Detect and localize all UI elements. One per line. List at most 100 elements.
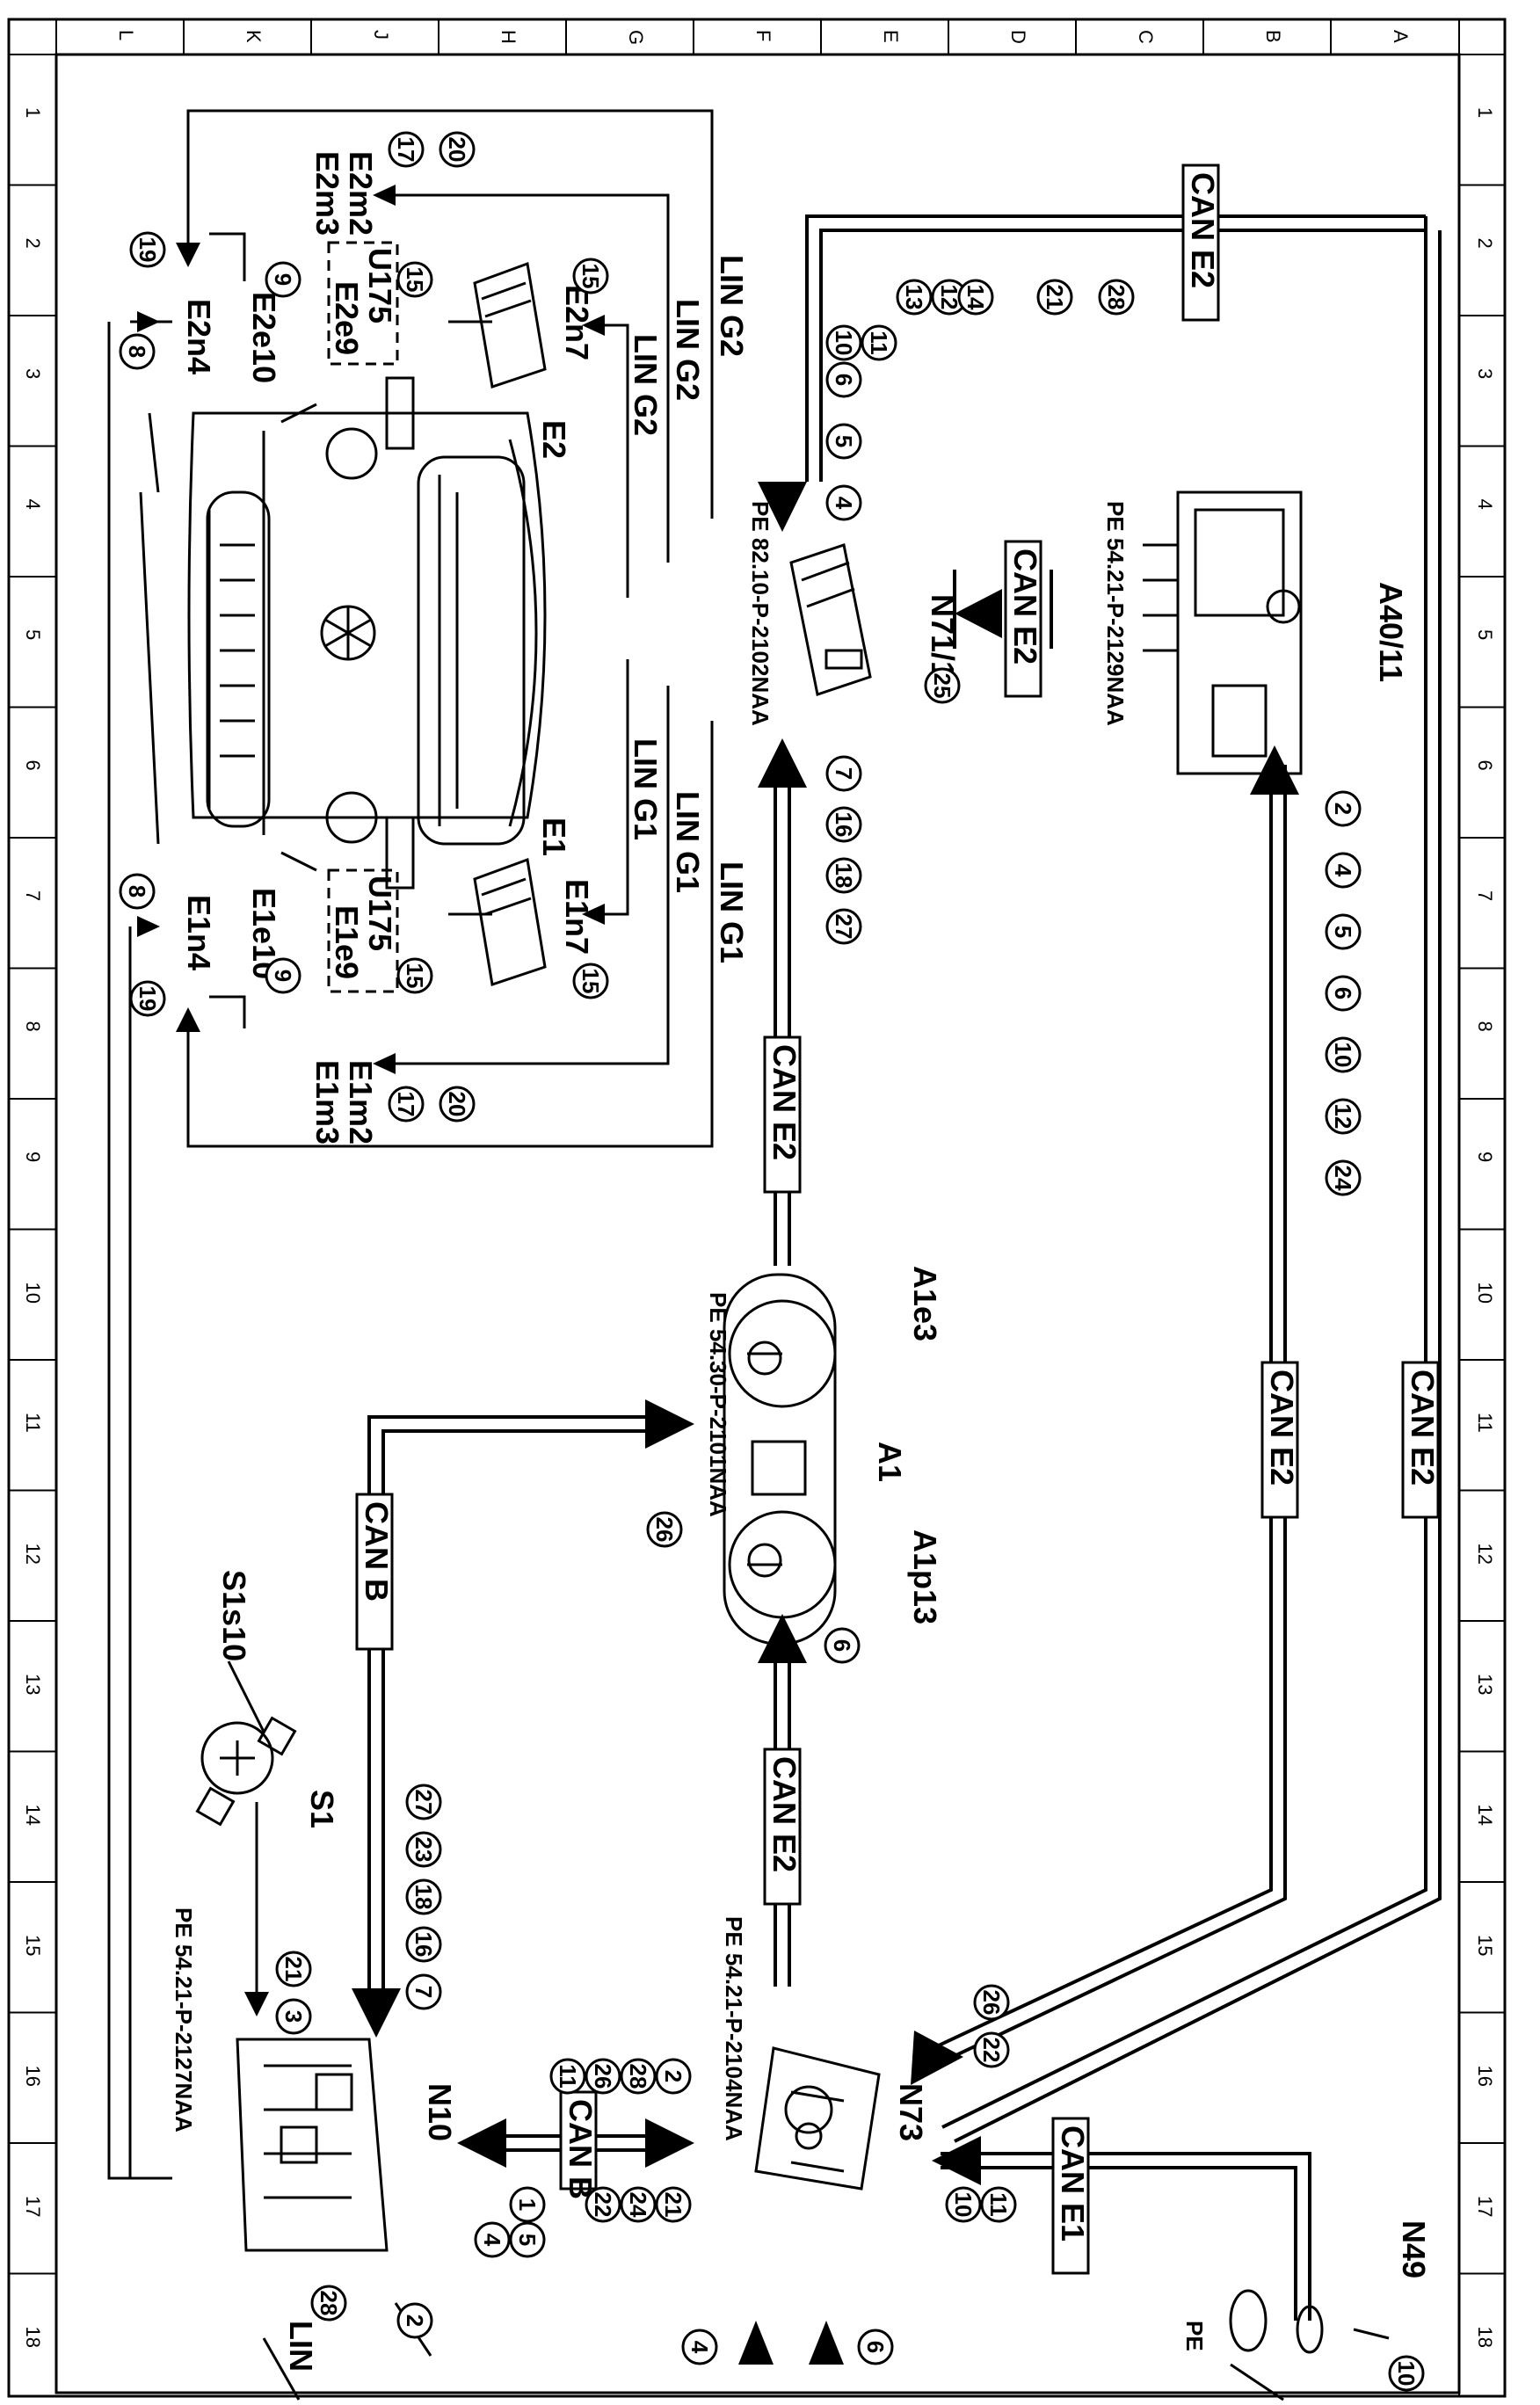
column-letter: B bbox=[1262, 30, 1284, 43]
badge-number: 15 bbox=[578, 969, 604, 994]
badge-circle bbox=[572, 258, 609, 294]
badge-lamp-u175l: 15 bbox=[396, 957, 433, 994]
badge-circle bbox=[405, 1878, 442, 1915]
badge-circle bbox=[129, 980, 166, 1017]
badge-number: 23 bbox=[410, 1837, 437, 1863]
badge-circle bbox=[1325, 1098, 1362, 1135]
bus-arrowheads bbox=[352, 482, 1299, 2365]
bus-label-can-e2-right1: CAN E2 bbox=[1264, 1370, 1300, 1486]
bus-label-can-b-left: CAN B bbox=[359, 1501, 395, 1602]
badge-lamp-e2e10: 9 bbox=[265, 261, 301, 298]
ref-n71-1: PE 82.10-P-2102NAA bbox=[747, 501, 774, 726]
badge-circle bbox=[439, 131, 476, 168]
badge-number: 2 bbox=[660, 2070, 686, 2082]
badge-number: 24 bbox=[1330, 1166, 1356, 1191]
badge-number: 28 bbox=[316, 2291, 342, 2316]
badge-n71-1-low: 16 bbox=[825, 806, 862, 843]
badge-number: 7 bbox=[410, 1986, 437, 1998]
badge-number: 18 bbox=[831, 863, 857, 889]
badge-number: 20 bbox=[444, 137, 470, 163]
badge-n73-can-e1: 10 bbox=[945, 2186, 982, 2223]
badge-lamp-e2n4_a: 19 bbox=[129, 231, 166, 268]
label-e2m3: E2m3 bbox=[309, 151, 345, 236]
badge-circle bbox=[119, 873, 156, 910]
badge-n71-1-low: 27 bbox=[825, 908, 862, 945]
badge-circle bbox=[655, 2186, 692, 2223]
row-number-right: 14 bbox=[1474, 1805, 1496, 1826]
badge-n49: 10 bbox=[1388, 2355, 1425, 2392]
badge-circle bbox=[655, 2058, 692, 2095]
badge-n71-1-top: 25 bbox=[924, 667, 961, 704]
row-number-right: 8 bbox=[1474, 1021, 1496, 1032]
n71-1-module bbox=[789, 543, 872, 696]
label-e2n7: E2n7 bbox=[559, 285, 595, 360]
label-e1m3: E1m3 bbox=[309, 1060, 345, 1144]
row-number-left: 18 bbox=[22, 2327, 44, 2348]
row-number-right: 3 bbox=[1474, 368, 1496, 379]
badge-number: 6 bbox=[1330, 987, 1356, 999]
badge-n71-1-low: 18 bbox=[825, 857, 862, 894]
badge-circle bbox=[275, 1998, 312, 2035]
badge-number: 2 bbox=[1330, 803, 1356, 815]
badge-circle bbox=[265, 957, 301, 994]
badge-circle bbox=[396, 261, 433, 298]
badge-n71-1-in: 4 bbox=[825, 484, 862, 521]
badge-circle bbox=[857, 2329, 894, 2365]
badge-circle bbox=[824, 1627, 861, 1664]
badge-number: 13 bbox=[901, 285, 927, 310]
badge-lamp-e1m_a: 20 bbox=[439, 1086, 476, 1123]
label-s1s10: S1s10 bbox=[216, 1570, 252, 1661]
badge-bottom: 28 bbox=[310, 2285, 347, 2321]
label-u175-right: U175 bbox=[362, 248, 398, 323]
badge-can-b: 7 bbox=[405, 1973, 442, 2010]
badge-circle bbox=[924, 667, 961, 704]
column-letter: L bbox=[115, 30, 137, 40]
badge-can-b: 27 bbox=[405, 1784, 442, 1820]
row-number-right: 6 bbox=[1474, 760, 1496, 771]
row-number-right: 11 bbox=[1474, 1413, 1496, 1433]
n10-module bbox=[236, 2038, 389, 2252]
row-number-left: 3 bbox=[22, 368, 44, 379]
badge-s1: 21 bbox=[275, 1951, 312, 1987]
badge-circle bbox=[1325, 1159, 1362, 1196]
badge-number: 7 bbox=[831, 767, 857, 780]
bus-label-lin-g2-b: LIN G2 bbox=[670, 299, 706, 401]
column-letter: F bbox=[752, 30, 774, 41]
badge-can-b: 16 bbox=[405, 1926, 442, 1963]
badge-number: 2 bbox=[402, 2314, 428, 2327]
column-letter: H bbox=[498, 30, 519, 44]
row-number-left: 6 bbox=[22, 760, 44, 771]
badge-circle bbox=[585, 2186, 621, 2223]
s1-ignition-switch bbox=[195, 1660, 297, 1827]
badge-n10-canb-bottom: 5 bbox=[509, 2221, 546, 2258]
bus-label-boxes bbox=[355, 163, 1440, 2275]
badge-number: 15 bbox=[578, 264, 604, 289]
badge-n10-canb-bottom: 22 bbox=[585, 2186, 621, 2223]
badge-number: 11 bbox=[866, 331, 892, 355]
badge-n71-1-in: 21 bbox=[1036, 279, 1073, 316]
badge-bottom: 6 bbox=[857, 2329, 894, 2365]
badge-can-b: 18 bbox=[405, 1878, 442, 1915]
badge-circle bbox=[1325, 975, 1362, 1012]
badge-number: 5 bbox=[1330, 926, 1356, 938]
row-number-right: 17 bbox=[1474, 2196, 1496, 2217]
badge-circle bbox=[825, 484, 862, 521]
label-e1n4: E1n4 bbox=[181, 895, 217, 970]
badge-circle bbox=[973, 2031, 1010, 2068]
row-number-right: 2 bbox=[1474, 238, 1496, 249]
badge-circle bbox=[973, 1984, 1010, 2021]
row-number-left: 13 bbox=[22, 1674, 44, 1695]
badge-circle bbox=[509, 2186, 546, 2223]
bus-label-lin-g2-c: LIN G2 bbox=[628, 334, 664, 436]
column-letter: G bbox=[625, 30, 647, 45]
badge-number: 16 bbox=[410, 1932, 437, 1958]
badge-circle bbox=[439, 1086, 476, 1123]
badge-circle bbox=[405, 1784, 442, 1820]
badge-bottom: 4 bbox=[681, 2329, 718, 2365]
badge-a1-canb: 6 bbox=[824, 1627, 861, 1664]
badge-can-b: 23 bbox=[405, 1831, 442, 1868]
label-n71-1: N71/1 bbox=[925, 594, 961, 679]
drawing-frame bbox=[7, 18, 1507, 2398]
row-number-left: 10 bbox=[22, 1282, 44, 1304]
